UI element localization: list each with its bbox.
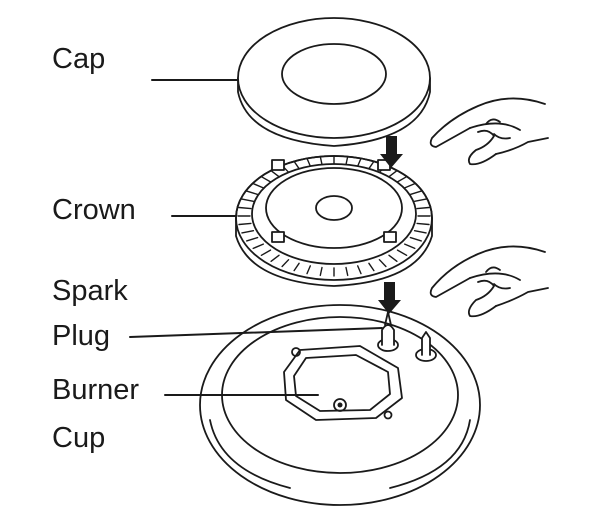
flame-port-tick xyxy=(260,249,272,257)
flame-port-tick xyxy=(413,198,427,203)
flame-port-tick xyxy=(252,243,264,250)
flame-port-tick xyxy=(404,243,416,250)
cup-label: Cup xyxy=(52,422,106,454)
flame-port-tick xyxy=(388,169,398,178)
flame-port-tick xyxy=(270,169,280,178)
flame-port-tick xyxy=(409,190,422,196)
flame-port-tick xyxy=(345,266,349,277)
flame-port-tick xyxy=(260,175,272,183)
flame-port-tick xyxy=(368,160,375,170)
flame-port-tick xyxy=(238,222,252,226)
leader-lines xyxy=(129,79,383,396)
flame-port-tick xyxy=(357,265,362,275)
crown-part xyxy=(235,155,433,287)
flame-port-tick xyxy=(345,155,349,166)
flame-port-tick xyxy=(416,222,430,226)
flame-port-tick xyxy=(357,157,362,167)
flame-port-tick xyxy=(378,259,387,268)
burner-label: Burner xyxy=(52,374,140,406)
flame-port-tick xyxy=(306,265,311,275)
flame-port-tick xyxy=(413,229,427,234)
down-arrow-icon xyxy=(380,136,403,168)
flame-port-tick xyxy=(404,182,416,189)
spark-plug-leader-line xyxy=(129,327,383,338)
flame-port-tick xyxy=(319,155,323,166)
flame-port-tick xyxy=(319,266,323,277)
flame-port-tick xyxy=(270,254,280,262)
flame-port-tick xyxy=(241,229,255,234)
flame-port-tick xyxy=(293,160,300,170)
flame-port-tick xyxy=(293,262,300,272)
flame-port-tick xyxy=(388,254,398,262)
flame-port-tick xyxy=(368,262,375,272)
spark-label: Spark xyxy=(52,275,128,307)
flame-port-tick xyxy=(241,198,255,203)
flame-port-tick xyxy=(281,259,290,268)
flame-port-tick xyxy=(306,157,311,167)
flame-port-tick xyxy=(245,236,259,242)
cap-label: Cap xyxy=(52,43,106,75)
flame-port-tick xyxy=(396,175,408,183)
crown-label: Crown xyxy=(52,194,136,226)
flame-port-tick xyxy=(409,236,422,242)
flame-port-tick xyxy=(238,206,252,210)
cap-part xyxy=(237,17,431,147)
down-arrow-icon xyxy=(378,282,401,314)
hand-pointer-icon xyxy=(429,245,549,318)
plug-label: Plug xyxy=(52,320,111,352)
flame-port-tick xyxy=(396,249,408,257)
flame-port-tick xyxy=(245,190,259,196)
burner-cup-part xyxy=(199,304,481,506)
flame-port-tick xyxy=(252,182,264,189)
hand-pointer-icon xyxy=(429,97,549,166)
flame-port-tick xyxy=(416,206,430,210)
